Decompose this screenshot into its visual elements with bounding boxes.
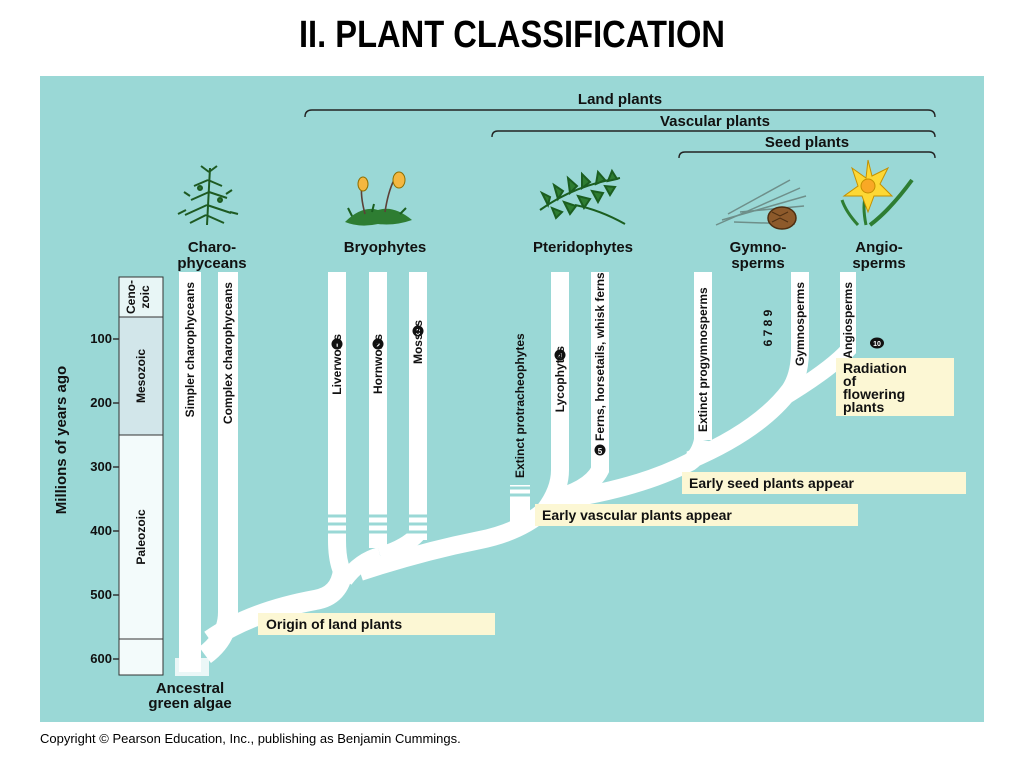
group-gymnosperms-line2: sperms bbox=[731, 255, 784, 272]
branch-ferns bbox=[547, 272, 609, 509]
page-title: II. PLANT CLASSIFICATION bbox=[298, 14, 726, 56]
era-mesozoic-label: Mesozoic bbox=[134, 349, 148, 403]
fossil-gap-lines bbox=[324, 486, 532, 534]
era-paleozoic-label: Paleozoic bbox=[134, 509, 148, 565]
bracket-seed-plants bbox=[678, 151, 936, 159]
marker-angiosperms bbox=[870, 337, 884, 349]
root-label-line2: green algae bbox=[148, 695, 231, 712]
moss-sporophyte-icon bbox=[345, 171, 412, 226]
lineage-labels: Simpler charophyceans Complex charophyce… bbox=[183, 272, 884, 478]
era-cenozoic-label-2: zoic bbox=[138, 285, 152, 309]
callout-flowering-line3: flowering bbox=[843, 386, 905, 402]
marker-ferns bbox=[594, 444, 606, 456]
lineage-extinct-progymnosperms: Extinct progymnosperms bbox=[696, 287, 710, 432]
callout-flowering: Radiation of flowering plants bbox=[836, 358, 954, 416]
tick-600: 600 bbox=[90, 651, 112, 666]
era-precambrian-box bbox=[118, 638, 164, 676]
marker-mosses-text: 3 bbox=[416, 328, 421, 337]
lineage-mosses: Mosses bbox=[411, 320, 425, 364]
group-labels: Charo- phyceans Bryophytes Pteridophytes… bbox=[177, 239, 905, 272]
lineage-simpler-charophyceans: Simpler charophyceans bbox=[183, 282, 197, 418]
pine-cone-icon bbox=[715, 179, 807, 230]
marker-gymnosperms: 6 7 8 9 bbox=[761, 309, 775, 346]
lineage-liverworts: Liverworts bbox=[330, 334, 344, 395]
bracket-vascular-plants bbox=[491, 130, 936, 138]
era-mesozoic-box bbox=[118, 316, 164, 436]
lineage-ferns: Ferns, horsetails, whisk ferns bbox=[593, 272, 607, 441]
tick-100: 100 bbox=[90, 331, 112, 346]
group-angiosperms-line1: Angio- bbox=[855, 239, 902, 256]
group-bryophytes: Bryophytes bbox=[344, 239, 427, 256]
tick-300: 300 bbox=[90, 459, 112, 474]
time-axis: Millions of years ago 100 200 300 400 50… bbox=[53, 331, 119, 666]
lineage-complex-charophyceans: Complex charophyceans bbox=[221, 282, 235, 424]
charophycean-icon bbox=[177, 165, 239, 226]
copyright-notice: Copyright © Pearson Education, Inc., pub… bbox=[40, 731, 461, 746]
callout-seed-text: Early seed plants appear bbox=[689, 475, 855, 491]
axis-label: Millions of years ago bbox=[53, 366, 70, 514]
group-gymnosperms-line1: Gymno- bbox=[730, 239, 787, 256]
root-label-line1: Ancestral bbox=[156, 680, 224, 697]
tick-500: 500 bbox=[90, 587, 112, 602]
callout-seed: Early seed plants appear bbox=[682, 472, 966, 494]
marker-lycophytes bbox=[554, 349, 566, 361]
bracket-vascular-plants-label: Vascular plants bbox=[660, 113, 770, 130]
marker-mosses bbox=[412, 325, 424, 337]
bracket-land-plants-label: Land plants bbox=[578, 91, 662, 108]
marker-hornworts bbox=[372, 338, 384, 350]
lineage-hornworts: Hornworts bbox=[371, 334, 385, 394]
group-pteridophytes: Pteridophytes bbox=[533, 239, 633, 256]
tick-200: 200 bbox=[90, 395, 112, 410]
callout-flowering-line4: plants bbox=[843, 399, 884, 415]
callout-origin-text: Origin of land plants bbox=[266, 616, 402, 632]
branch-land-plants-origin bbox=[204, 568, 353, 649]
lineage-lycophytes: Lycophytes bbox=[553, 346, 567, 413]
marker-liverworts-text: 1 bbox=[335, 341, 340, 350]
lineage-extinct-protracheophytes: Extinct protracheophytes bbox=[513, 333, 527, 478]
marker-angiosperms-text: 10 bbox=[873, 341, 881, 348]
callout-flowering-line2: of bbox=[843, 373, 857, 389]
marker-liverworts bbox=[331, 338, 343, 350]
era-cenozoic-label-1: Ceno- bbox=[124, 280, 138, 314]
group-angiosperms-line2: sperms bbox=[852, 255, 905, 272]
group-charophyceans-line1: Charo- bbox=[188, 239, 236, 256]
marker-lycophytes-text: 4 bbox=[558, 352, 563, 361]
root-fade bbox=[175, 658, 209, 676]
lineage-angiosperms: Angiosperms bbox=[841, 282, 855, 359]
callout-flowering-line1: Radiation bbox=[843, 360, 907, 376]
callout-origin: Origin of land plants bbox=[258, 613, 495, 635]
marker-hornworts-text: 2 bbox=[376, 341, 381, 350]
bracket-seed-plants-label: Seed plants bbox=[765, 134, 849, 151]
era-bar: Ceno- zoic Mesozoic Paleozoic bbox=[118, 276, 164, 676]
daffodil-flower-icon bbox=[840, 159, 914, 227]
branch-angiosperms bbox=[775, 272, 856, 407]
bracket-land-plants bbox=[304, 109, 936, 118]
callout-vascular-text: Early vascular plants appear bbox=[542, 507, 732, 523]
callout-vascular: Early vascular plants appear bbox=[535, 504, 858, 526]
lineage-gymnosperms: Gymnosperms bbox=[793, 282, 807, 366]
fern-frond-icon bbox=[539, 168, 626, 225]
group-charophyceans-line2: phyceans bbox=[177, 255, 246, 272]
marker-ferns-text: 5 bbox=[598, 447, 603, 456]
tick-400: 400 bbox=[90, 523, 112, 538]
era-paleozoic-box bbox=[118, 434, 164, 640]
